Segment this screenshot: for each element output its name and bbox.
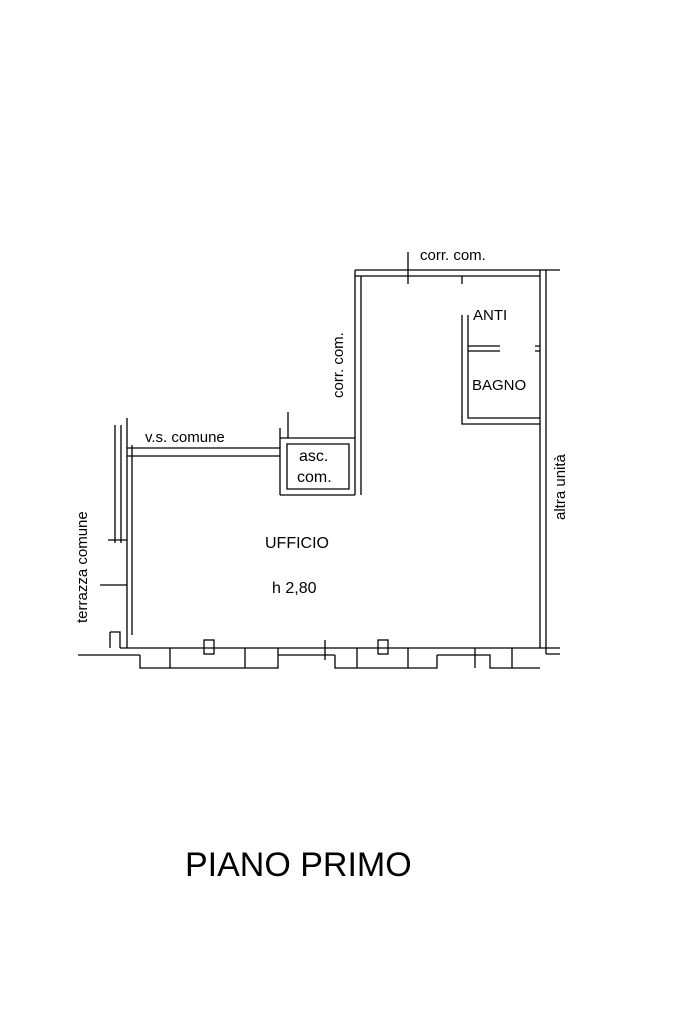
corridor-top-label: corr. com. <box>420 247 486 264</box>
office-height-label: h 2,80 <box>272 580 317 597</box>
lift-label-line1: asc. <box>299 448 328 465</box>
stairwell-wall <box>127 428 281 457</box>
lift-shaft <box>279 437 355 496</box>
other-unit-label: altra unità <box>552 453 569 520</box>
office-label: UFFICIO <box>265 535 329 552</box>
corridor-wall <box>354 270 362 495</box>
stairwell-label: v.s. comune <box>145 429 225 446</box>
left-wall <box>114 418 133 648</box>
anteroom-label: ANTI <box>473 307 507 324</box>
bathroom-wall <box>461 315 540 425</box>
walls <box>78 252 560 669</box>
terrace-label: terrazza comune <box>74 511 91 623</box>
bottom-wall <box>120 647 560 669</box>
anteroom-partition <box>468 345 500 352</box>
bathroom-label: BAGNO <box>472 377 526 394</box>
top-wall <box>355 269 560 277</box>
lift-label-line2: com. <box>297 469 332 486</box>
corridor-left-label: corr. com. <box>330 332 347 398</box>
right-wall <box>539 270 547 654</box>
floor-title: PIANO PRIMO <box>185 846 412 884</box>
